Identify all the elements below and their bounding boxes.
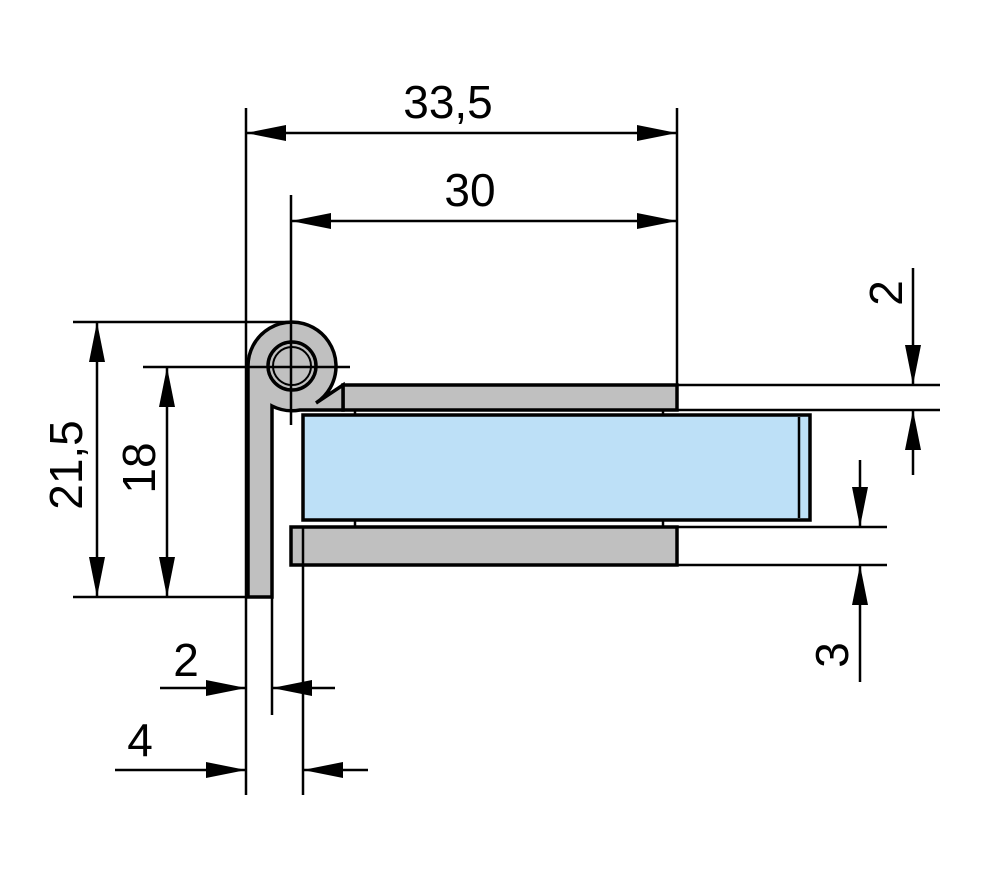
bottom-clamp-plate (289, 525, 679, 567)
dim-overall-width: 33,5 (403, 76, 493, 128)
dim-top-plate-thickness: 2 (860, 280, 912, 306)
top-clamp-plate (341, 383, 679, 412)
dimension-lines (89, 125, 921, 778)
hinge-leaf-knuckle (246, 320, 345, 599)
dim-leaf-thickness: 2 (173, 634, 199, 686)
hinge-parts (246, 320, 812, 599)
extension-lines (73, 108, 940, 795)
dim-overall-height: 21,5 (40, 420, 92, 510)
dim-plate-width: 30 (444, 164, 495, 216)
dim-glass-offset: 4 (127, 714, 153, 766)
glass-panel (301, 413, 812, 522)
dim-bottom-plate-thickness: 3 (806, 642, 858, 668)
dim-pivot-height: 18 (113, 442, 165, 493)
